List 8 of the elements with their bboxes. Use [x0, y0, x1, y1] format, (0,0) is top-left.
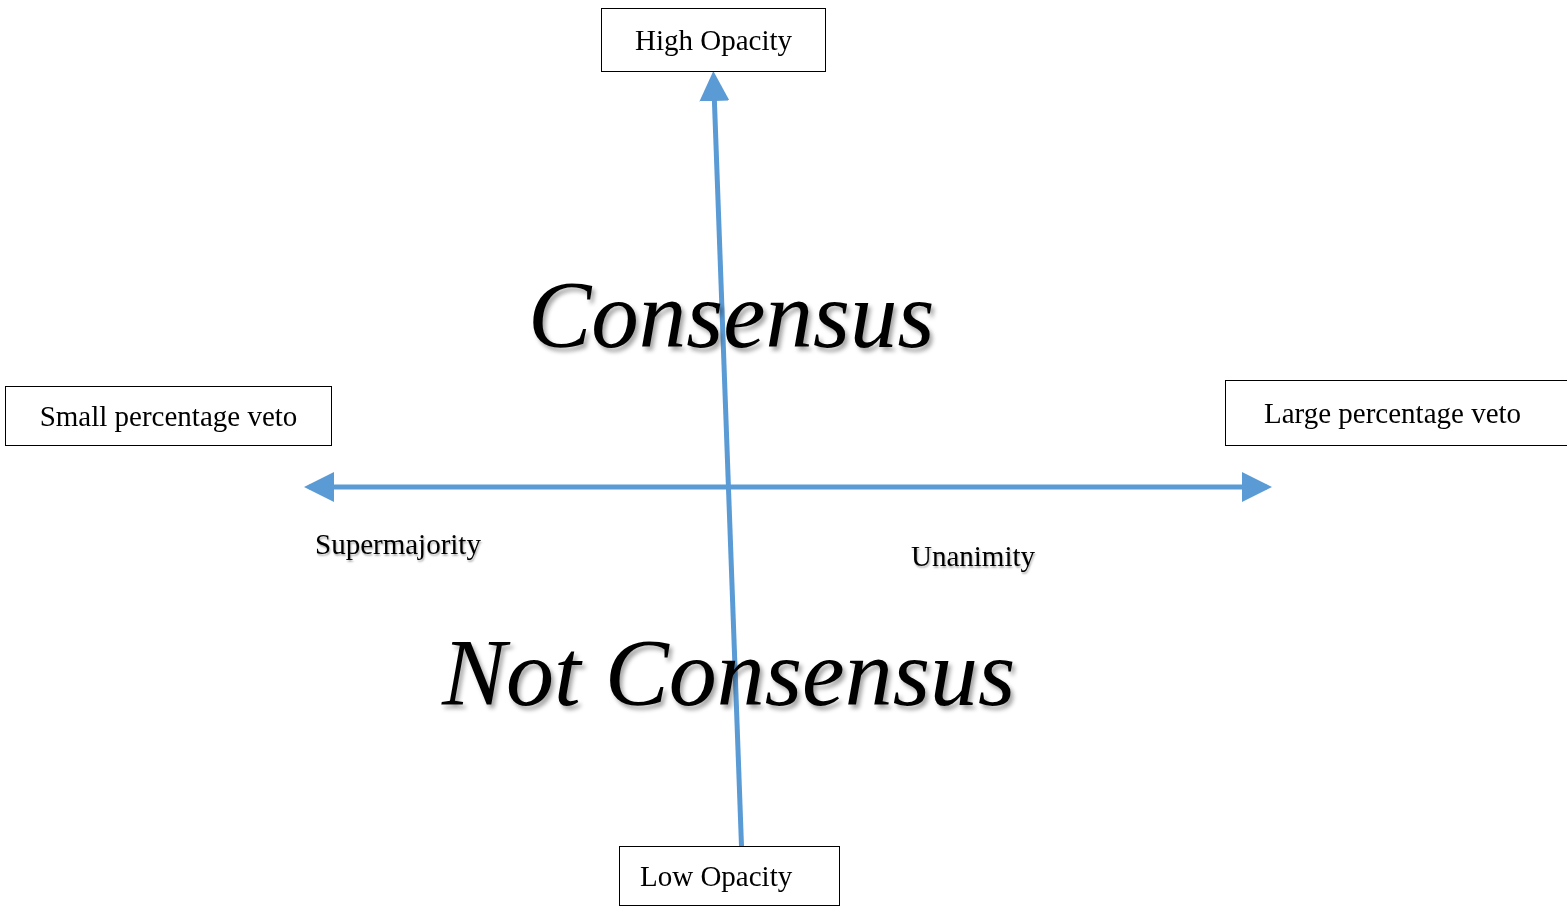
axis-label: Unanimity [911, 540, 1036, 573]
arrow [304, 472, 1272, 502]
label-box: High Opacity [601, 8, 826, 72]
arrow [699, 71, 744, 847]
label-box: Small percentage veto [5, 386, 332, 446]
label-box: Low Opacity [619, 846, 840, 906]
label-box: Large percentage veto [1225, 380, 1567, 446]
axis-label: Supermajority [315, 528, 481, 561]
